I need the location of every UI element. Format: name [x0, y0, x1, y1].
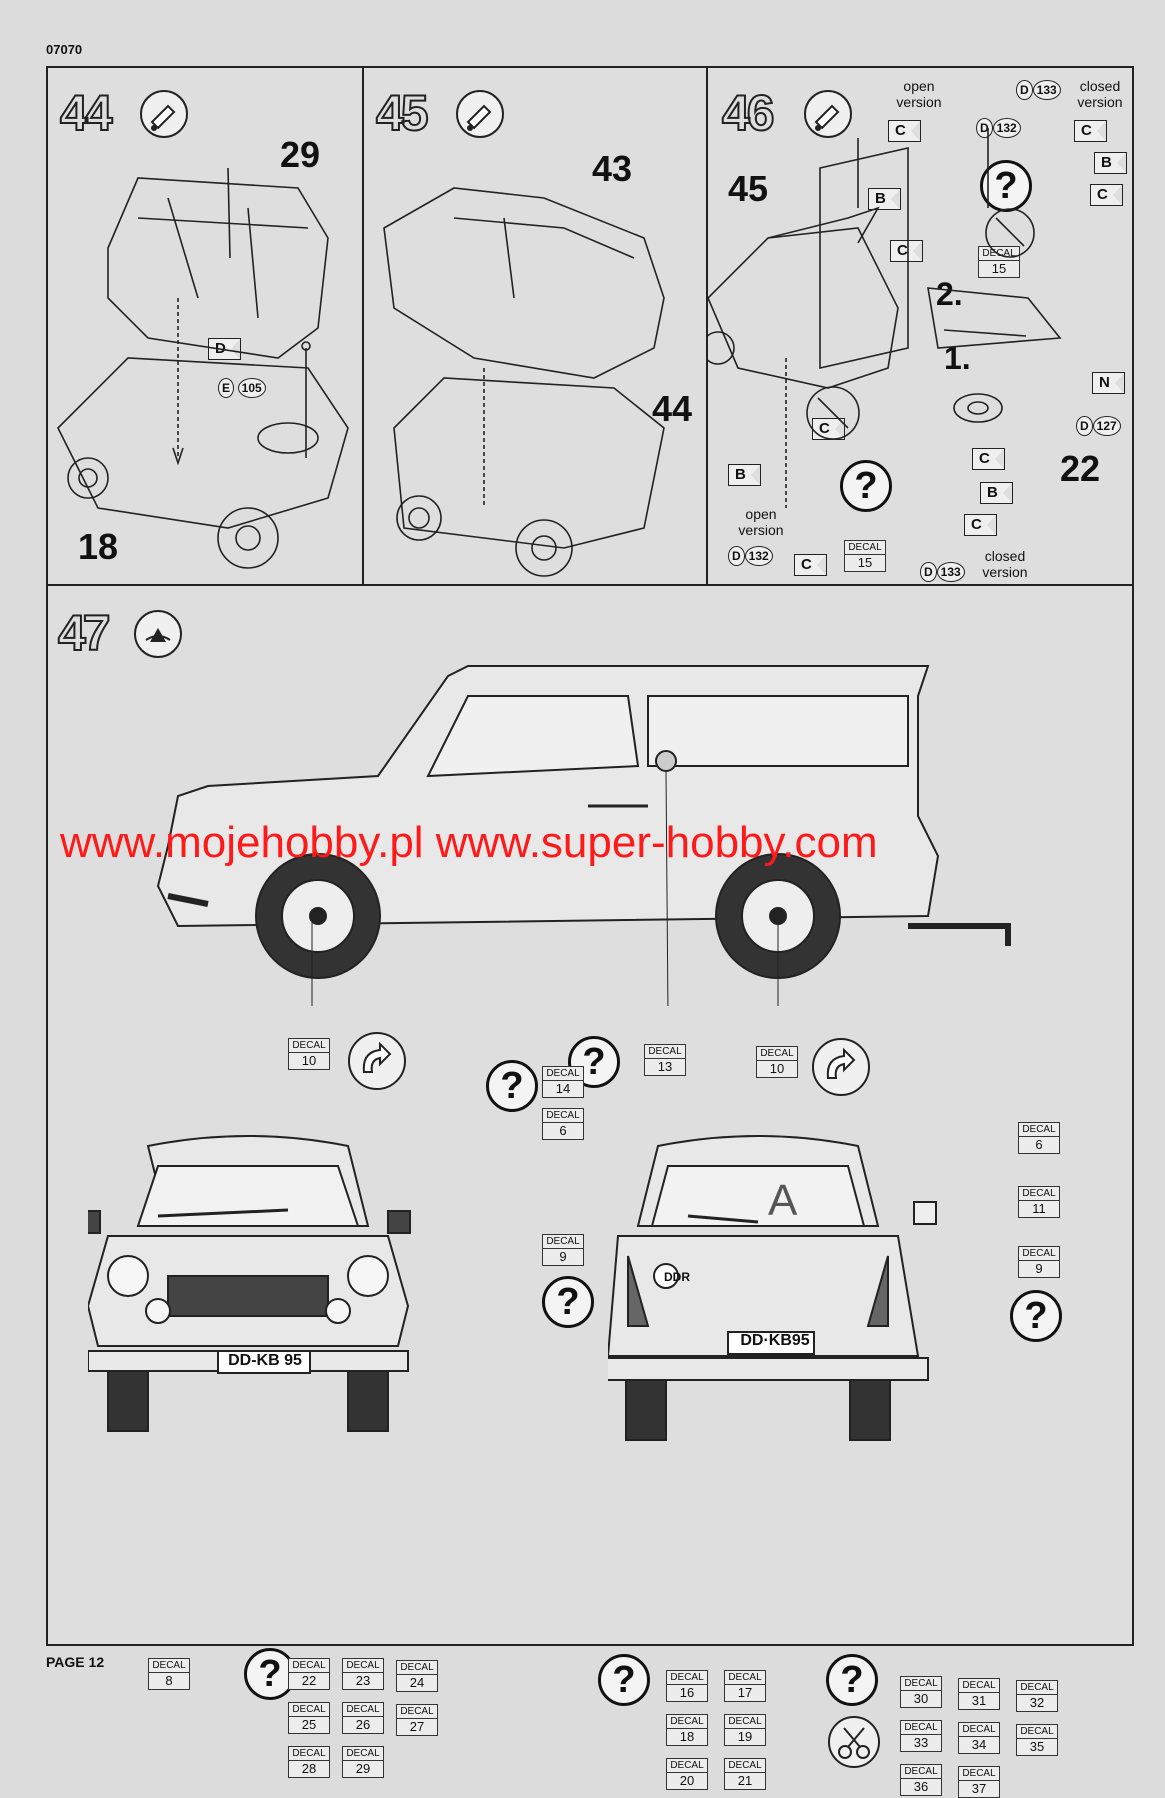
- part-44-label: 44: [652, 388, 693, 429]
- front-license-plate: DD-KB 95: [228, 1352, 302, 1369]
- step-2-label: 2.: [936, 276, 963, 312]
- rear-license-plate: DD·KB95: [740, 1332, 810, 1349]
- page-number: PAGE 12: [46, 1654, 105, 1670]
- car-rear-view: [608, 1135, 937, 1441]
- part-18-label: 18: [78, 526, 119, 567]
- question-icon-rear-top: ?: [486, 1060, 538, 1112]
- car-side-view: [156, 665, 1011, 1006]
- transfer-arrow-icon: [812, 1038, 870, 1096]
- step-45-panel: 45 43 44: [362, 66, 708, 586]
- part-29-label: 29: [280, 134, 321, 175]
- question-icon-side: ?: [568, 1036, 620, 1088]
- question-icon-rear-left: ?: [542, 1276, 594, 1328]
- tag-c-5: C: [812, 418, 845, 440]
- part-43-label: 43: [592, 148, 633, 189]
- transfer-arrow-icon: [348, 1032, 406, 1090]
- tag-b-2: B: [1094, 152, 1127, 174]
- part-22-label: 22: [1060, 448, 1101, 489]
- step-47-number: 47: [57, 604, 112, 662]
- step-46-drawing: [708, 128, 1062, 508]
- tag-b-4: B: [980, 482, 1013, 504]
- scissors-icon: [828, 1716, 880, 1768]
- tag-c-4: C: [1090, 184, 1123, 206]
- step-45-drawing: [383, 187, 665, 577]
- watermark-text: www.mojehobby.pl www.super-hobby.com: [60, 818, 878, 867]
- car-front-view: [88, 1135, 411, 1432]
- tag-c-2: C: [890, 240, 923, 262]
- tag-b-3: B: [728, 464, 761, 486]
- step-44-drawing: [57, 167, 349, 569]
- tag-n: N: [1092, 372, 1125, 394]
- question-icon-rear-bottom-left: ?: [598, 1654, 650, 1706]
- question-icon-rear-right: ?: [1010, 1290, 1062, 1342]
- question-icon-front: ?: [244, 1648, 296, 1700]
- step-46-number: 46: [721, 84, 776, 142]
- step-45-number: 45: [375, 84, 430, 142]
- decal-water-icon: [134, 610, 182, 658]
- open-version-label-bottom: open version: [738, 506, 784, 538]
- step-44-panel: 44 29 18 D E 105: [46, 66, 364, 586]
- tag-c-6: C: [794, 554, 827, 576]
- closed-version-label-bottom: closed version: [982, 548, 1028, 580]
- tag-c-8: C: [964, 514, 997, 536]
- glue-icon: [456, 90, 504, 138]
- glue-icon: [140, 90, 188, 138]
- glue-icon: [804, 90, 852, 138]
- tag-b-1: B: [868, 188, 901, 210]
- rear-letter-a: A: [768, 1176, 798, 1225]
- part-45-label: 45: [728, 168, 769, 209]
- tag-c-3: C: [1074, 120, 1107, 142]
- question-icon-rear-bottom-right: ?: [826, 1654, 878, 1706]
- rear-ddr-sticker: DDR: [664, 1270, 690, 1284]
- tag-c-1: C: [888, 120, 921, 142]
- ref-e105: E 105: [218, 378, 266, 398]
- document-code: 07070: [46, 42, 83, 57]
- closed-version-label-top: closed version: [1077, 78, 1123, 110]
- question-icon-step46-bottom: ?: [840, 460, 892, 512]
- tag-c-7: C: [972, 448, 1005, 470]
- step-44-number: 44: [59, 84, 114, 142]
- open-version-label-top: open version: [896, 78, 942, 110]
